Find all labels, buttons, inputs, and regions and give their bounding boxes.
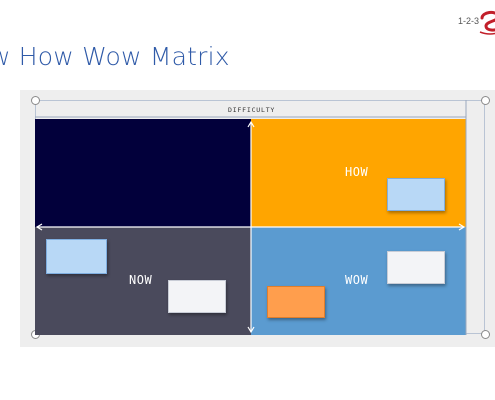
quadrant-top-left[interactable] (35, 119, 251, 227)
resize-handle-icon[interactable] (31, 96, 40, 105)
now-label: NOW (129, 273, 153, 287)
difficulty-axis-label: DIFFICULTY (228, 106, 276, 114)
resize-handle-icon[interactable] (481, 96, 490, 105)
sticky-note[interactable] (387, 251, 445, 284)
resize-handle-icon[interactable] (481, 330, 490, 339)
sticky-note[interactable] (387, 178, 445, 211)
wow-label: WOW (345, 273, 369, 287)
sticky-note[interactable] (168, 280, 226, 313)
how-wow-matrix: HOW NOW WOW (35, 119, 466, 335)
slide-title: w How Wow Matrix (0, 42, 230, 71)
logo-icon (479, 10, 495, 35)
page-number: 1-2-3 (458, 16, 480, 26)
sticky-note[interactable] (46, 239, 107, 274)
how-label: HOW (345, 165, 369, 179)
sticky-note[interactable] (267, 286, 325, 318)
